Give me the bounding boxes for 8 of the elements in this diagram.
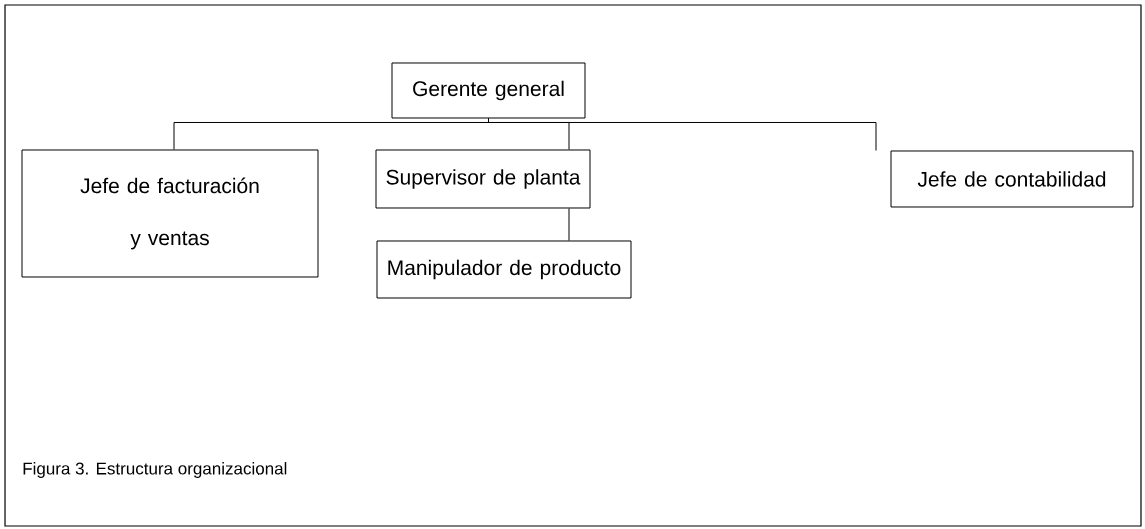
org-box: Gerente general [391, 62, 586, 119]
org-box: Jefe de facturación y ventas [21, 149, 319, 278]
org-box: Supervisor de planta [375, 149, 591, 209]
connector-line [488, 118, 877, 151]
caption: Figura 3. Estructura organizacional [23, 462, 287, 478]
connector-line [568, 208, 570, 241]
org-box: Manipulador de producto [376, 240, 632, 299]
org-box: Jefe de contabilidad [890, 150, 1134, 208]
